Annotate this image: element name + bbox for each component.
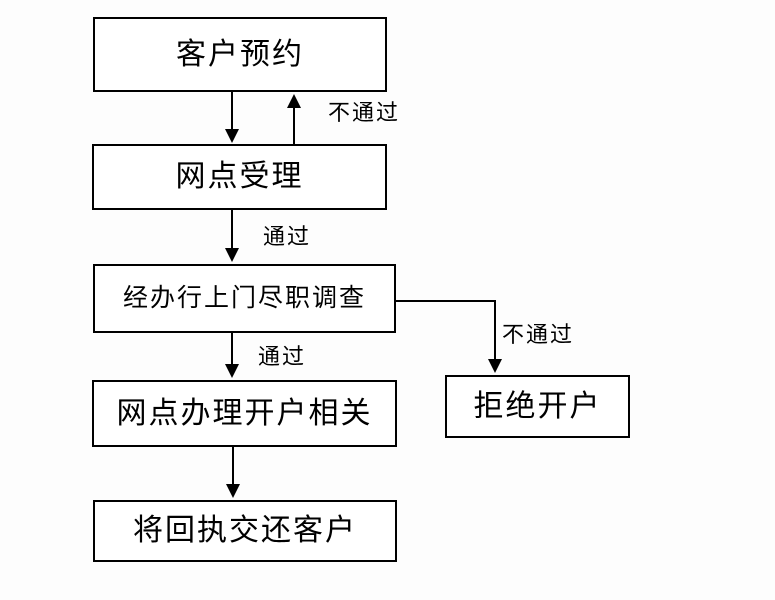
node-customer-appointment: 客户预约	[93, 17, 387, 92]
node-branch-account-opening: 网点办理开户相关	[92, 380, 397, 447]
edge-label-not-passed-right: 不通过	[502, 322, 575, 347]
node-return-receipt-label: 将回执交还客户	[133, 514, 357, 547]
node-refuse-account-opening: 拒绝开户	[445, 375, 630, 438]
node-refuse-account-opening-label: 拒绝开户	[473, 389, 602, 423]
node-customer-appointment-label: 客户预约	[176, 37, 304, 71]
arrow-appointment-to-acceptance	[225, 92, 239, 143]
arrow-acceptance-to-diligence	[225, 210, 239, 262]
node-onsite-due-diligence-label: 经办行上门尽职调查	[122, 284, 366, 312]
node-branch-acceptance-label: 网点受理	[175, 160, 304, 193]
arrow-diligence-to-opening	[225, 333, 239, 378]
edge-label-not-passed-top: 不通过	[328, 100, 401, 125]
edge-label-passed-2: 通过	[258, 344, 307, 369]
node-branch-acceptance: 网点受理	[92, 144, 387, 210]
edge-label-passed-1: 通过	[263, 224, 312, 249]
node-return-receipt: 将回执交还客户	[93, 500, 397, 562]
arrow-diligence-to-refuse	[396, 300, 502, 373]
arrow-acceptance-to-appointment	[287, 94, 301, 144]
node-onsite-due-diligence: 经办行上门尽职调查	[93, 264, 396, 333]
arrow-opening-to-receipt	[226, 447, 240, 498]
node-branch-account-opening-label: 网点办理开户相关	[116, 396, 373, 430]
